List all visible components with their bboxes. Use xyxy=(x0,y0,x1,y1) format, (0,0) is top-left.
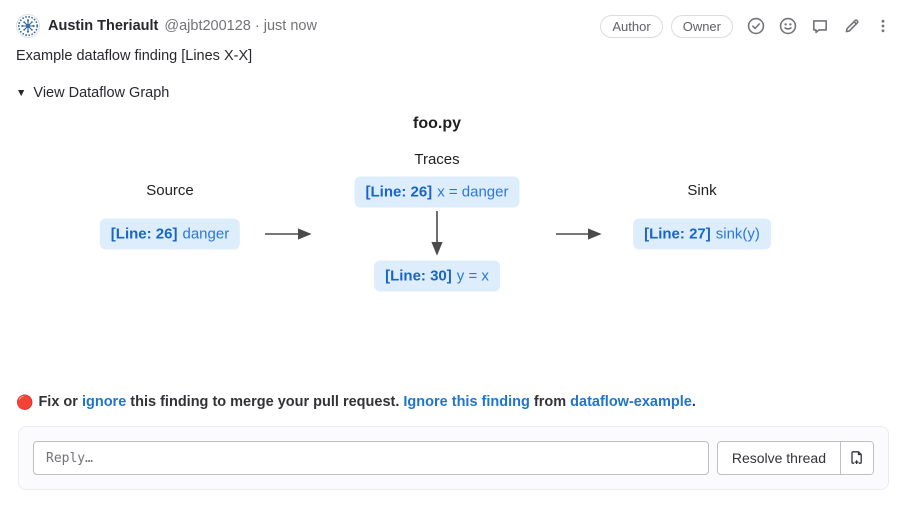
owner-badge: Owner xyxy=(670,14,733,38)
red-circle-icon: 🔴 xyxy=(16,394,34,410)
reply-input[interactable] xyxy=(33,441,709,475)
resolve-thread-button[interactable]: Resolve thread xyxy=(717,442,840,474)
alert-middle: this finding to merge your pull request. xyxy=(126,394,404,410)
alert-suffix: . xyxy=(691,394,696,410)
alert-from: from xyxy=(529,394,571,410)
node-code-label: y = x xyxy=(456,267,489,285)
node-line-label: [Line: 26] xyxy=(365,183,433,201)
graph-node-trace-top[interactable]: [Line: 26]x = danger xyxy=(354,176,520,208)
traces-cluster-label: Traces xyxy=(414,151,460,168)
resolve-button-group: Resolve thread xyxy=(716,441,874,475)
graph-edge-arrows xyxy=(265,211,602,256)
graph-node-trace-bottom[interactable]: [Line: 30]y = x xyxy=(374,260,500,292)
node-code-label: sink(y) xyxy=(715,225,760,243)
alert-text: Fix or ignore this finding to merge your… xyxy=(38,392,695,412)
add-reaction-button[interactable] xyxy=(779,17,797,35)
toggle-label: View Dataflow Graph xyxy=(33,85,170,101)
chevron-down-icon: ▼ xyxy=(16,87,27,99)
ignore-link[interactable]: ignore xyxy=(81,394,127,410)
more-actions-button[interactable] xyxy=(875,18,891,34)
node-code-label: danger xyxy=(182,225,230,243)
resolve-thread-icon-button[interactable] xyxy=(747,17,765,35)
view-dataflow-graph-toggle[interactable]: ▼ View Dataflow Graph xyxy=(16,85,169,101)
source-cluster-label: Source xyxy=(146,182,194,199)
reply-container: Resolve thread xyxy=(18,426,889,490)
avatar[interactable] xyxy=(16,14,40,38)
node-code-label: x = danger xyxy=(437,183,509,201)
comment-icon xyxy=(813,20,827,34)
author-badge: Author xyxy=(600,14,663,38)
pencil-icon xyxy=(845,19,859,33)
dataflow-graph: foo.py Traces Source Sink [Line: 26]x = … xyxy=(0,111,907,307)
alert-prefix: Fix or xyxy=(38,394,82,410)
node-line-label: [Line: 27] xyxy=(644,225,711,243)
node-line-label: [Line: 30] xyxy=(385,267,452,285)
comment-header: Austin Theriault @ajbt200128 · just now … xyxy=(0,0,907,38)
node-line-label: [Line: 26] xyxy=(110,225,178,243)
author-name[interactable]: Austin Theriault xyxy=(48,18,159,34)
author-handle-timestamp: @ajbt200128 · just now xyxy=(164,18,317,34)
comment-body: Example dataflow finding [Lines X-X] xyxy=(16,48,253,64)
check-circle-icon xyxy=(747,17,765,35)
graph-file-title: foo.py xyxy=(413,115,461,132)
graph-node-source[interactable]: [Line: 26]danger xyxy=(99,218,241,250)
smiley-icon xyxy=(779,17,797,35)
graph-node-sink[interactable]: [Line: 27]sink(y) xyxy=(633,218,771,250)
merge-blocked-alert: 🔴 Fix or ignore this finding to merge yo… xyxy=(16,392,891,412)
comment-button[interactable] xyxy=(811,17,829,35)
sink-cluster-label: Sink xyxy=(687,182,717,199)
create-issue-icon xyxy=(851,451,862,464)
project-link[interactable]: dataflow-example xyxy=(570,394,692,410)
edit-comment-button[interactable] xyxy=(843,17,861,35)
kebab-menu-icon xyxy=(881,19,885,33)
header-actions: Author Owner xyxy=(600,14,891,38)
create-issue-to-resolve-button[interactable] xyxy=(840,442,873,474)
ignore-this-finding-link[interactable]: Ignore this finding xyxy=(403,394,530,410)
